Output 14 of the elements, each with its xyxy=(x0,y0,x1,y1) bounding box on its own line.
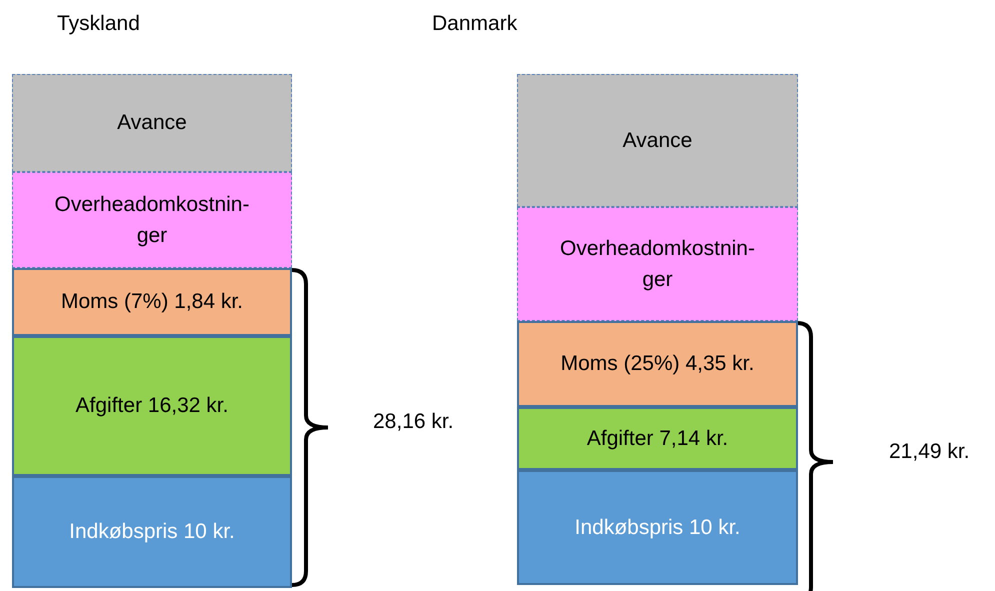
country-label: Danmark xyxy=(432,12,518,36)
country-label: Tyskland xyxy=(57,12,140,36)
vat-segment: Moms (25%) 4,35 kr. xyxy=(517,321,798,407)
purchase-price-segment: Indkøbspris 10 kr. xyxy=(517,470,798,585)
overhead-segment: Overheadomkostnin-ger xyxy=(517,207,798,321)
profit-segment: Avance xyxy=(12,74,292,172)
total-label: 28,16 kr. xyxy=(373,410,454,434)
total-label: 21,49 kr. xyxy=(889,440,970,464)
profit-segment: Avance xyxy=(517,74,798,207)
duty-segment: Afgifter 16,32 kr. xyxy=(12,336,292,476)
duty-segment: Afgifter 7,14 kr. xyxy=(517,407,798,470)
vat-segment: Moms (7%) 1,84 kr. xyxy=(12,268,292,336)
purchase-price-segment: Indkøbspris 10 kr. xyxy=(12,476,292,588)
overhead-segment: Overheadomkostnin-ger xyxy=(12,172,292,268)
